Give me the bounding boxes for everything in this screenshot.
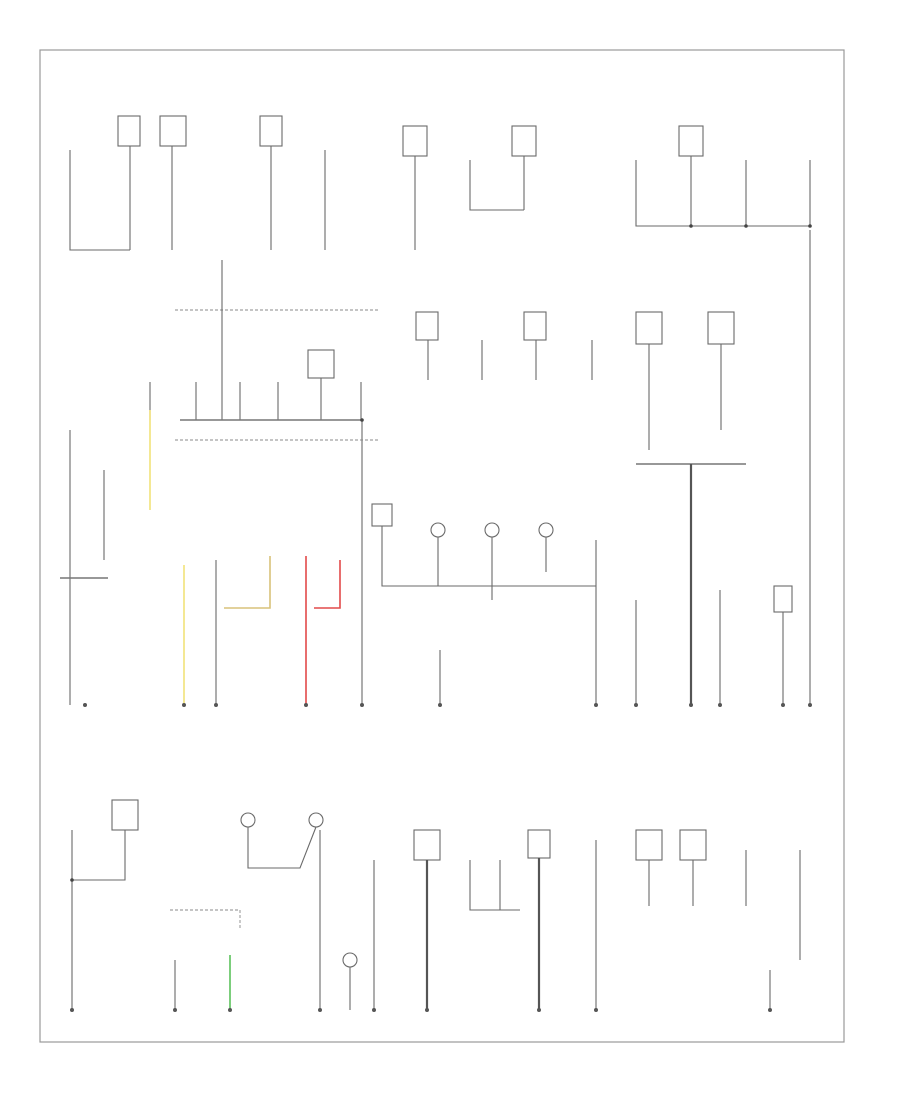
wire	[469, 860, 520, 911]
red-wire	[314, 560, 341, 609]
component-box	[159, 115, 187, 147]
ground-point	[781, 703, 785, 707]
component-box	[413, 829, 441, 861]
top-row-section	[69, 115, 812, 251]
component-box	[527, 829, 551, 859]
splice-node	[360, 418, 364, 422]
lamp-symbol	[308, 812, 324, 828]
component-box	[679, 829, 707, 861]
splice-node	[808, 224, 812, 228]
ground-point	[70, 1008, 74, 1012]
ground-point	[360, 703, 364, 707]
connector-boundary	[170, 909, 241, 930]
lamp-symbol	[430, 522, 446, 538]
ground-point	[372, 1008, 376, 1012]
ground-point	[634, 703, 638, 707]
component-box	[402, 125, 428, 157]
component-box	[117, 115, 141, 147]
component-box	[259, 115, 283, 147]
ground-point	[594, 703, 598, 707]
component-box	[371, 503, 393, 527]
component-box	[511, 125, 537, 157]
component-box	[635, 311, 663, 345]
ground-point	[808, 703, 812, 707]
component-box	[707, 311, 735, 345]
ground-point	[689, 703, 693, 707]
component-box	[523, 311, 547, 341]
lamp-symbol	[484, 522, 500, 538]
ground-point	[718, 703, 722, 707]
ground-point	[425, 1008, 429, 1012]
ground-point	[173, 1008, 177, 1012]
ground-point	[438, 703, 442, 707]
ground-point	[594, 1008, 598, 1012]
wire	[69, 150, 130, 251]
component-box	[678, 125, 704, 157]
tan-wire	[224, 556, 271, 609]
component-box	[635, 829, 663, 861]
ground-point	[318, 1008, 322, 1012]
splice-node	[744, 224, 748, 228]
ground-point	[214, 703, 218, 707]
diagram-frame	[39, 49, 845, 1043]
ground-point	[537, 1008, 541, 1012]
middle-grounds	[83, 703, 812, 707]
wire	[469, 160, 524, 211]
ground-point	[83, 703, 87, 707]
ground-point	[182, 703, 186, 707]
wire	[247, 826, 317, 869]
component-box	[415, 311, 439, 341]
lower-middle-section	[60, 410, 793, 705]
component-box	[773, 585, 793, 613]
wire	[381, 526, 596, 587]
splice-node	[689, 224, 693, 228]
ground-point	[768, 1008, 772, 1012]
component-box	[307, 349, 335, 379]
component-box	[111, 799, 139, 831]
lamp-symbol	[538, 522, 554, 538]
bottom-row-section	[70, 799, 801, 1012]
middle-row-section	[149, 230, 811, 705]
ground-point	[304, 703, 308, 707]
lamp-symbol	[240, 812, 256, 828]
wire	[635, 160, 810, 227]
splice-node	[70, 878, 74, 882]
wire	[72, 830, 126, 881]
ground-point	[228, 1008, 232, 1012]
lamp-symbol	[342, 952, 358, 968]
